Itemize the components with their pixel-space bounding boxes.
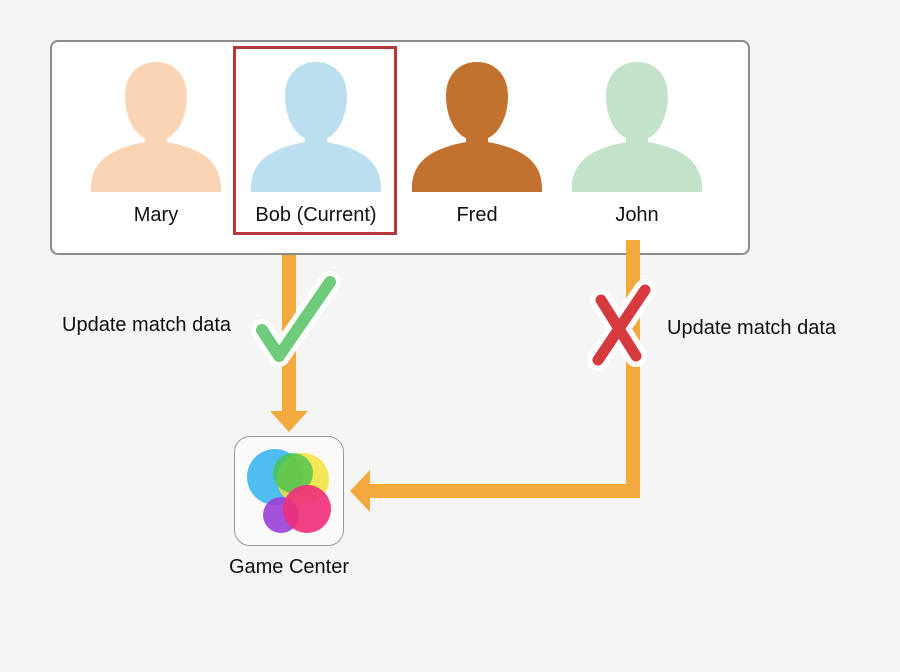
right-arrow xyxy=(350,240,640,512)
player-bob: Bob (Current) xyxy=(251,60,381,240)
current-player-highlight xyxy=(233,46,397,235)
player-mary: Mary xyxy=(91,60,221,240)
person-icon xyxy=(412,62,542,192)
game-center-icon xyxy=(234,436,344,546)
checkmark-icon xyxy=(251,271,341,367)
person-icon xyxy=(251,62,381,192)
left-update-label: Update match data xyxy=(62,314,231,336)
game-center-label: Game Center xyxy=(228,556,350,578)
player-name: Fred xyxy=(456,204,498,226)
player-john: John xyxy=(572,60,702,240)
player-name: Mary xyxy=(133,204,179,226)
right-update-label: Update match data xyxy=(667,317,836,339)
player-name: Bob (Current) xyxy=(255,204,377,226)
person-icon xyxy=(91,62,221,192)
player-name: John xyxy=(615,204,659,226)
person-icon xyxy=(572,62,702,192)
cross-icon xyxy=(587,279,656,371)
player-fred: Fred xyxy=(412,60,542,240)
